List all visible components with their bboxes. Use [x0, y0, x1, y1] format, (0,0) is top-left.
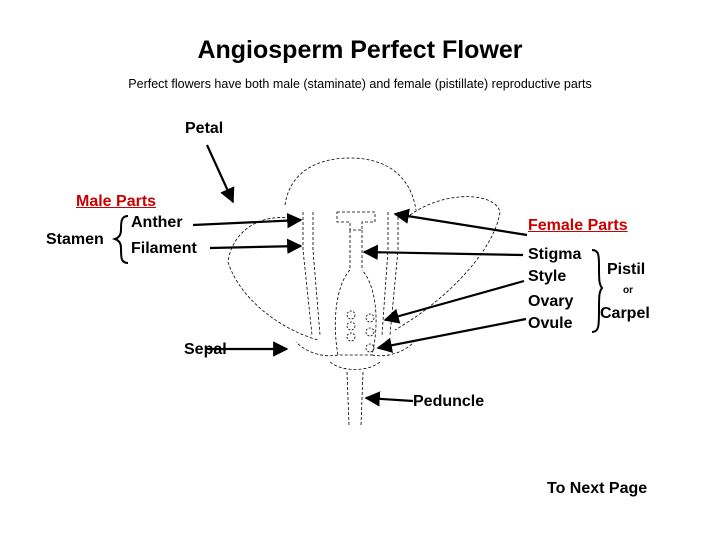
anther-arrow — [192, 212, 303, 229]
page-subtitle: Perfect flowers have both male (staminat… — [128, 77, 592, 91]
label-female-parts: Female Parts — [528, 217, 628, 234]
label-male-parts: Male Parts — [76, 193, 157, 210]
label-anther: Anther — [131, 214, 183, 231]
label-stamen: Stamen — [46, 231, 104, 248]
petal-center-outline — [284, 157, 417, 211]
label-peduncle: Peduncle — [413, 393, 485, 410]
ovule-circles — [346, 310, 375, 353]
sepal-left-outline — [295, 341, 339, 357]
label-style: Style — [528, 268, 567, 285]
petal-left-outline — [227, 217, 319, 341]
ovule-circle — [346, 310, 356, 320]
ovule-circle — [365, 313, 375, 323]
label-or: or — [623, 285, 633, 296]
label-ovary: Ovary — [528, 293, 574, 310]
ovule-circle — [346, 321, 356, 331]
next-page-link[interactable]: To Next Page — [547, 480, 648, 497]
label-filament: Filament — [131, 240, 197, 257]
label-sepal: Sepal — [184, 341, 227, 358]
pistil-bracket — [591, 249, 604, 333]
stamen-right-inner — [381, 212, 389, 336]
label-petal: Petal — [185, 120, 224, 137]
petal-arrow — [205, 144, 235, 204]
peduncle-arrow — [364, 391, 414, 407]
stigma-arrow — [393, 208, 528, 237]
peduncle-outline — [346, 371, 364, 426]
ovary-outline — [334, 269, 377, 356]
stamen-right-outer — [389, 212, 399, 336]
petal-right-outline — [394, 196, 501, 331]
page-title: Angiosperm Perfect Flower — [197, 36, 523, 64]
flower-illustration — [227, 157, 501, 426]
label-pistil: Pistil — [607, 261, 646, 278]
ovule-circle — [365, 327, 375, 337]
label-carpel: Carpel — [600, 305, 650, 322]
label-stigma: Stigma — [528, 246, 582, 263]
style-arrow — [362, 244, 524, 260]
style-outline — [349, 230, 363, 270]
ovule-circle — [346, 332, 356, 342]
stigma-outline — [336, 211, 376, 231]
filament-arrow — [209, 238, 303, 255]
stamen-left-outer — [302, 212, 313, 336]
ovule-arrow — [376, 317, 527, 353]
ovule-circle — [365, 343, 375, 353]
sepal-right-outline — [371, 341, 415, 357]
receptacle-outline — [329, 361, 381, 370]
ovary-arrow — [383, 279, 525, 324]
stamen-bracket — [111, 215, 129, 264]
stamen-left-inner — [312, 212, 321, 336]
label-ovule: Ovule — [528, 315, 573, 332]
